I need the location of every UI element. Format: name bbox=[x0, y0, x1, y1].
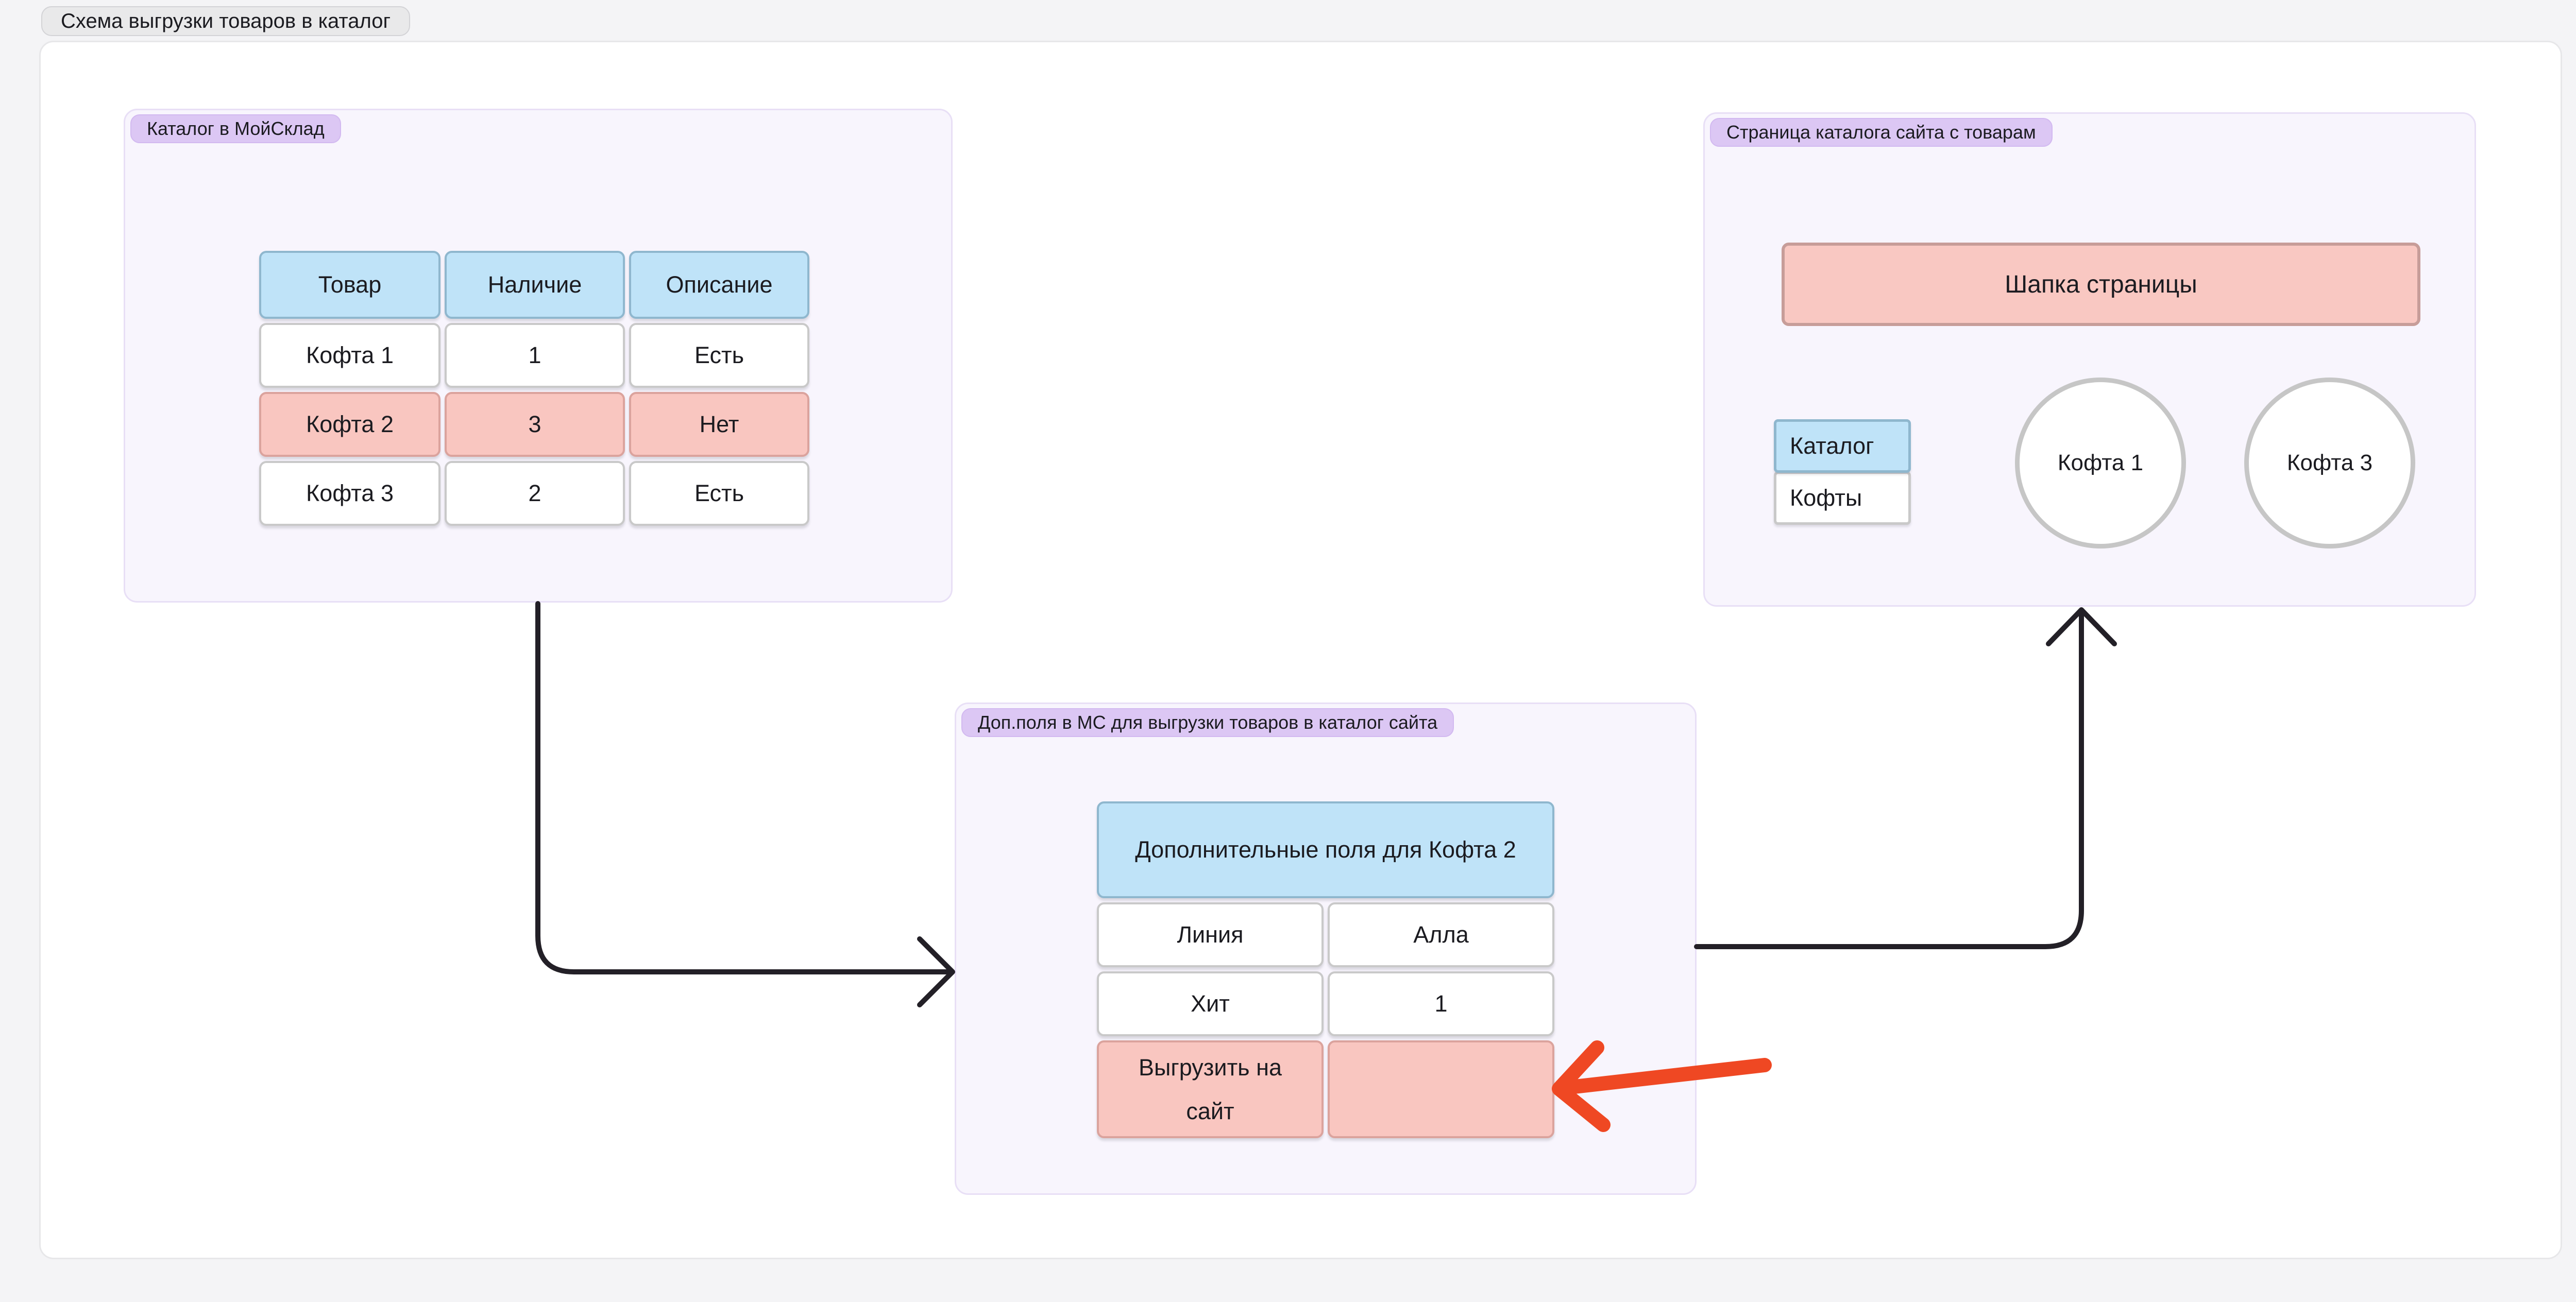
additional-field-cell[interactable]: Линия bbox=[1097, 902, 1324, 967]
frame-additional-fields[interactable]: Доп.поля в МС для выгрузки товаров в кат… bbox=[955, 703, 1697, 1195]
product-circle-kofta-3[interactable]: Кофта 3 bbox=[2244, 378, 2415, 549]
additional-field-cell[interactable]: Алла bbox=[1328, 902, 1554, 967]
catalog-cell[interactable]: Есть bbox=[629, 461, 809, 526]
catalog-cell-highlighted[interactable]: Нет bbox=[629, 392, 809, 457]
upload-to-site-cell[interactable]: Выгрузить на сайт bbox=[1097, 1040, 1324, 1138]
product-circle-kofta-1[interactable]: Кофта 1 bbox=[2015, 378, 2186, 549]
frame-label-catalog-moysklad[interactable]: Каталог в МойСклад bbox=[130, 114, 341, 143]
frame-site-catalog-page[interactable]: Страница каталога сайта с товарам Шапка … bbox=[1703, 112, 2476, 607]
frame-label-additional-fields[interactable]: Доп.поля в МС для выгрузки товаров в кат… bbox=[961, 708, 1454, 737]
upload-to-site-value-cell[interactable] bbox=[1328, 1040, 1554, 1138]
catalog-header-cell[interactable]: Описание bbox=[629, 251, 809, 319]
site-menu: Каталог Кофты bbox=[1774, 419, 1911, 525]
additional-fields-table: Дополнительные поля для Кофта 2 Линия Ал… bbox=[1097, 801, 1554, 1138]
catalog-cell-highlighted[interactable]: 3 bbox=[445, 392, 625, 457]
catalog-cell[interactable]: Кофта 3 bbox=[259, 461, 440, 526]
menu-item-kofty[interactable]: Кофты bbox=[1774, 471, 1911, 525]
frame-label-site-catalog-page[interactable]: Страница каталога сайта с товарам bbox=[1710, 118, 2053, 147]
menu-item-catalog[interactable]: Каталог bbox=[1774, 419, 1911, 473]
catalog-table: Товар Наличие Описание Кофта 1 1 Есть Ко… bbox=[259, 251, 809, 526]
catalog-cell[interactable]: Кофта 1 bbox=[259, 323, 440, 388]
additional-fields-header-cell[interactable]: Дополнительные поля для Кофта 2 bbox=[1097, 801, 1554, 898]
additional-field-cell[interactable]: Хит bbox=[1097, 971, 1324, 1036]
catalog-header-cell[interactable]: Наличие bbox=[445, 251, 625, 319]
frame-catalog-moysklad[interactable]: Каталог в МойСклад Товар Наличие Описани… bbox=[124, 109, 953, 603]
board-title-chip[interactable]: Схема выгрузки товаров в каталог bbox=[41, 6, 411, 36]
page-header-box[interactable]: Шапка страницы bbox=[1782, 243, 2420, 326]
catalog-cell[interactable]: Есть bbox=[629, 323, 809, 388]
catalog-cell-highlighted[interactable]: Кофта 2 bbox=[259, 392, 440, 457]
catalog-header-cell[interactable]: Товар bbox=[259, 251, 440, 319]
catalog-cell[interactable]: 2 bbox=[445, 461, 625, 526]
catalog-cell[interactable]: 1 bbox=[445, 323, 625, 388]
additional-field-cell[interactable]: 1 bbox=[1328, 971, 1554, 1036]
